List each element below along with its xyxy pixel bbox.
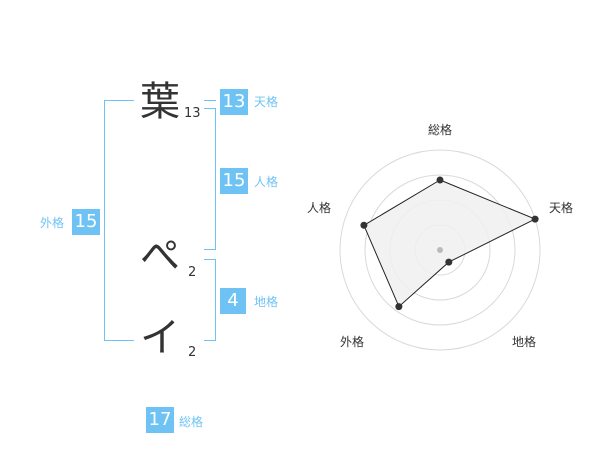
radar-point-tenkaku xyxy=(531,215,539,223)
jinkaku-label: 人格 xyxy=(254,175,279,189)
radar-point-gaikaku xyxy=(395,303,403,311)
radar-point-jinkaku xyxy=(360,221,368,229)
chikaku-label: 地格 xyxy=(254,295,279,309)
stroke-count-1: 13 xyxy=(184,106,201,121)
tenkaku-value-badge: 13 xyxy=(220,89,248,115)
jinkaku-value-badge: 15 xyxy=(220,168,248,194)
name-char-1: 葉 xyxy=(140,79,180,125)
stroke-count-3: 2 xyxy=(188,345,197,360)
radar-label-jinkaku: 人格 xyxy=(307,201,332,215)
radar-label-soukaku: 総格 xyxy=(428,123,453,137)
name-char-2: ぺ xyxy=(140,233,180,279)
chikaku-value-badge: 4 xyxy=(220,288,246,314)
stroke-count-2: 2 xyxy=(188,265,197,280)
radar-label-chikaku: 地格 xyxy=(512,335,537,349)
radar-series-area xyxy=(363,179,537,308)
chikaku-bracket xyxy=(204,259,216,341)
jinkaku-bracket xyxy=(204,108,216,250)
tenkaku-bracket xyxy=(204,100,216,101)
radar-point-soukaku xyxy=(436,176,444,184)
radar-grid-ring xyxy=(364,174,516,326)
radar-grid-ring xyxy=(339,149,541,351)
radar-point-chikaku xyxy=(445,258,453,266)
radar-label-gaikaku: 外格 xyxy=(340,335,365,349)
gaikaku-bracket xyxy=(104,100,134,341)
gaikaku-label: 外格 xyxy=(40,216,65,230)
tenkaku-label: 天格 xyxy=(254,95,279,109)
radar-center-dot xyxy=(437,247,443,253)
radar-label-tenkaku: 天格 xyxy=(549,201,574,215)
gaikaku-value-badge: 15 xyxy=(72,209,100,235)
soukaku-label: 総格 xyxy=(179,415,204,429)
name-char-3: イ xyxy=(140,315,180,361)
soukaku-value-badge: 17 xyxy=(146,407,174,433)
